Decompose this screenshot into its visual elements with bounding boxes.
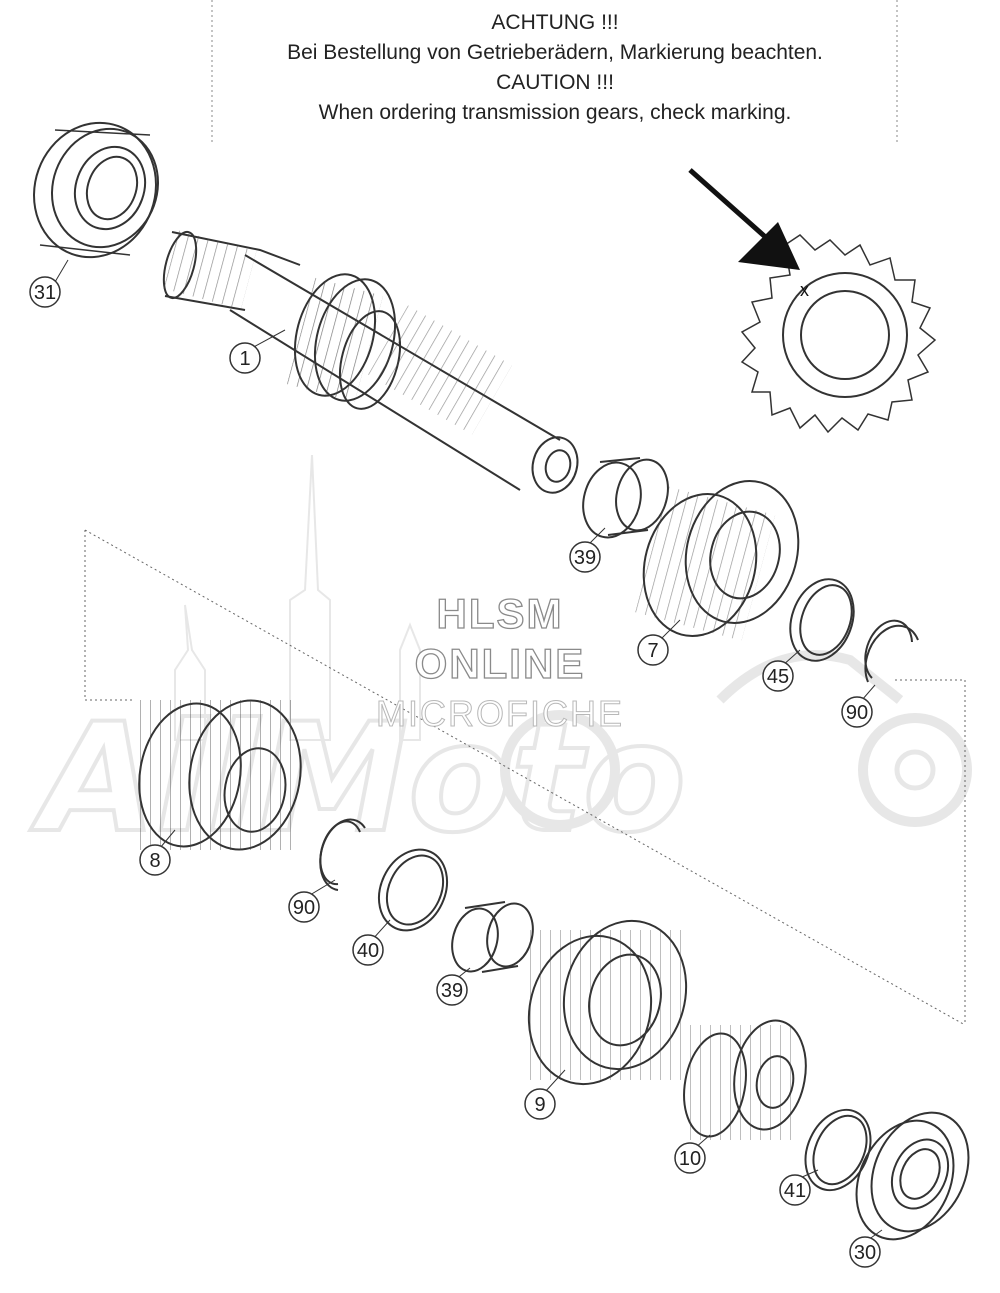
gear-9 <box>527 919 690 1086</box>
bearing-31 <box>33 121 159 259</box>
callout-label: 1 <box>239 348 250 370</box>
washer-40 <box>377 848 449 932</box>
callout-90-lower[interactable]: 90 <box>288 891 320 923</box>
gear-8 <box>138 699 302 851</box>
caution-de-text: Bei Bestellung von Getrieberädern, Marki… <box>287 41 823 64</box>
callout-label: 30 <box>854 1242 876 1264</box>
caution-notice: ACHTUNG !!! Bei Bestellung von Getrieber… <box>212 8 898 128</box>
callout-30[interactable]: 30 <box>849 1236 881 1268</box>
callout-label: 90 <box>293 897 315 919</box>
callout-39-lower[interactable]: 39 <box>436 974 468 1006</box>
callout-label: 9 <box>534 1094 545 1116</box>
callout-7[interactable]: 7 <box>637 634 669 666</box>
gear-10 <box>683 1019 807 1140</box>
part-callouts: 31 1 39 7 45 90 8 90 40 39 9 10 41 30 <box>29 276 881 1268</box>
callout-label: 10 <box>679 1148 701 1170</box>
watermark-microfiche: MICROFICHE <box>376 693 624 735</box>
assembly-guide-lines <box>84 529 966 1026</box>
callout-label: 31 <box>34 282 56 304</box>
callout-label: 90 <box>846 702 868 724</box>
callout-label: 41 <box>784 1180 806 1202</box>
caution-de-heading: ACHTUNG !!! <box>491 11 619 34</box>
main-shaft-1 <box>162 230 579 494</box>
caution-frame <box>211 0 898 145</box>
callout-39-upper[interactable]: 39 <box>569 541 601 573</box>
washer-45 <box>789 578 855 662</box>
washer-41 <box>804 1108 872 1192</box>
watermark-online: ONLINE <box>414 639 586 687</box>
callout-10[interactable]: 10 <box>674 1142 706 1174</box>
callout-90-upper[interactable]: 90 <box>841 696 873 728</box>
callout-8[interactable]: 8 <box>139 844 171 876</box>
brand-text: AllMoto <box>30 692 686 866</box>
callout-1[interactable]: 1 <box>229 342 261 374</box>
callout-label: 40 <box>357 940 379 962</box>
needle-bushing-39-lower <box>451 901 534 973</box>
callout-41[interactable]: 41 <box>779 1174 811 1206</box>
callout-label: 7 <box>647 640 658 662</box>
caution-en-heading: CAUTION !!! <box>496 71 614 94</box>
callout-31[interactable]: 31 <box>29 276 61 308</box>
bearing-30 <box>855 1111 970 1241</box>
circlip-90-lower <box>319 818 366 891</box>
marked-gear-reference <box>740 234 937 434</box>
callout-40[interactable]: 40 <box>352 934 384 966</box>
callout-label: 45 <box>767 666 789 688</box>
caution-en-text: When ordering transmission gears, check … <box>318 101 792 124</box>
marking-x: x <box>800 280 809 300</box>
watermark-hlsm: HLSM <box>436 589 564 637</box>
callout-label: 8 <box>149 850 160 872</box>
brand-watermark: AllMoto <box>28 454 972 868</box>
callout-label: 39 <box>441 980 463 1002</box>
callout-label: 39 <box>574 547 596 569</box>
marking-arrow <box>688 168 800 270</box>
callout-45[interactable]: 45 <box>762 660 794 692</box>
callout-9[interactable]: 9 <box>524 1088 556 1120</box>
gear-7 <box>635 480 800 641</box>
circlip-90-upper <box>864 619 919 683</box>
